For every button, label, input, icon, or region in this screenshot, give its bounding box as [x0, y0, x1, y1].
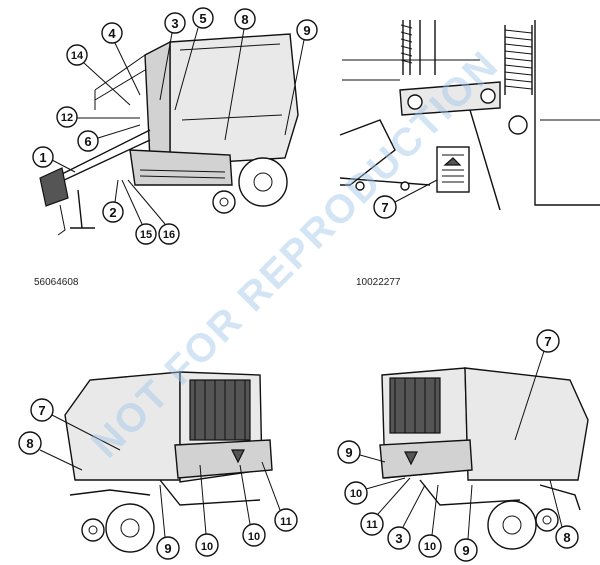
callout-label: 2 — [109, 205, 116, 220]
callout-label: 14 — [71, 50, 84, 62]
callout-label: 8 — [26, 436, 33, 451]
callout-label: 15 — [140, 229, 152, 241]
baler-rear-left-view — [64, 371, 273, 553]
callout-label: 9 — [345, 445, 352, 460]
figure-code-top-right: 10022277 — [356, 277, 401, 288]
callout-label: 7 — [38, 403, 45, 418]
callout-label: 8 — [563, 530, 570, 545]
baler-body-panel — [169, 33, 299, 166]
frame-bracket — [399, 81, 501, 116]
rear-bumper — [174, 439, 273, 479]
callout-label: 10 — [201, 541, 213, 553]
callout-label: 9 — [462, 543, 469, 558]
rear-wheel — [105, 503, 155, 553]
callout-label: 16 — [163, 229, 175, 241]
baler-side-panel-right — [464, 367, 589, 481]
callout-circle — [32, 146, 54, 168]
callouts-top-right: 7 — [373, 179, 438, 219]
callouts-bottom-left: 7 8 9 10 10 11 — [18, 398, 298, 560]
rear-bumper-right — [379, 439, 473, 479]
hitch — [39, 167, 69, 207]
front-wheel-right — [535, 508, 559, 532]
callout-label: 4 — [108, 26, 116, 41]
callout-label: 6 — [84, 134, 91, 149]
callout-label: 7 — [544, 334, 551, 349]
baler-side-panel — [144, 40, 171, 166]
callout-label: 7 — [381, 200, 388, 215]
jack-stand — [70, 189, 95, 229]
tailgate-window — [189, 379, 251, 441]
rear-wheel-right — [487, 500, 537, 550]
callout-label: 10 — [248, 531, 260, 543]
callout-label: 10 — [424, 541, 436, 553]
baler-rear-right-view — [379, 367, 589, 550]
callout-label: 3 — [171, 16, 178, 31]
front-wheel — [81, 518, 105, 542]
drawbar — [59, 129, 151, 183]
slow-moving-triangle — [231, 449, 245, 464]
pickup-unit — [129, 149, 233, 186]
baler-front-view — [39, 33, 299, 236]
detail-view — [339, 20, 600, 211]
spring-right — [504, 25, 533, 95]
callouts-top-left: 1 2 3 4 5 6 8 9 12 14 — [32, 7, 318, 245]
figure-code-top-left: 56064608 — [34, 277, 79, 288]
callout-label: 11 — [366, 519, 378, 531]
callout-label: 8 — [241, 12, 248, 27]
callouts-bottom-right: 7 9 10 11 3 10 9 8 — [337, 329, 579, 562]
callout-label: 1 — [39, 150, 46, 165]
callout-label: 11 — [280, 516, 292, 528]
callout-label: 5 — [199, 11, 206, 26]
callout-label: 9 — [164, 541, 171, 556]
callout-label: 12 — [61, 112, 73, 124]
wheel-small — [212, 190, 236, 214]
callout-label: 10 — [350, 488, 362, 500]
callout-label: 9 — [303, 23, 310, 38]
callout-label: 3 — [395, 531, 402, 546]
wheel-large — [238, 157, 288, 207]
spring-left — [402, 20, 411, 75]
